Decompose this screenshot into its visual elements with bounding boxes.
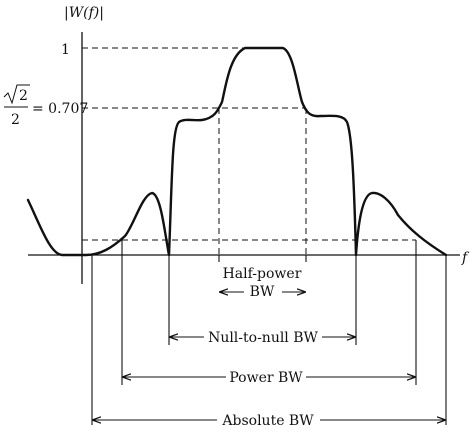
x-axis-label: f [461, 250, 470, 266]
svg-text:Absolute BW: Absolute BW [221, 413, 314, 429]
svg-text:BW: BW [250, 284, 275, 300]
svg-text:Null-to-null BW: Null-to-null BW [208, 330, 318, 346]
level-one-label: 1 [61, 42, 70, 58]
svg-text:Power BW: Power BW [229, 370, 303, 386]
absolute-bw: Absolute BW [92, 413, 446, 429]
svg-text:Half-power: Half-power [223, 266, 302, 282]
half-power-bw: Half-power BW [216, 262, 309, 302]
sqrt2-over-2-label: 2 2 = 0.707 [3, 84, 88, 128]
svg-text:2: 2 [19, 88, 28, 104]
spectrum-curve [26, 46, 448, 257]
null-to-null-bw: Null-to-null BW [169, 330, 356, 346]
power-bw: Power BW [122, 370, 416, 386]
svg-text:= 0.707: = 0.707 [32, 101, 88, 117]
y-axis-label: |W(f)| [64, 5, 104, 21]
reference-dashes [82, 47, 416, 255]
svg-text:2: 2 [11, 112, 20, 128]
